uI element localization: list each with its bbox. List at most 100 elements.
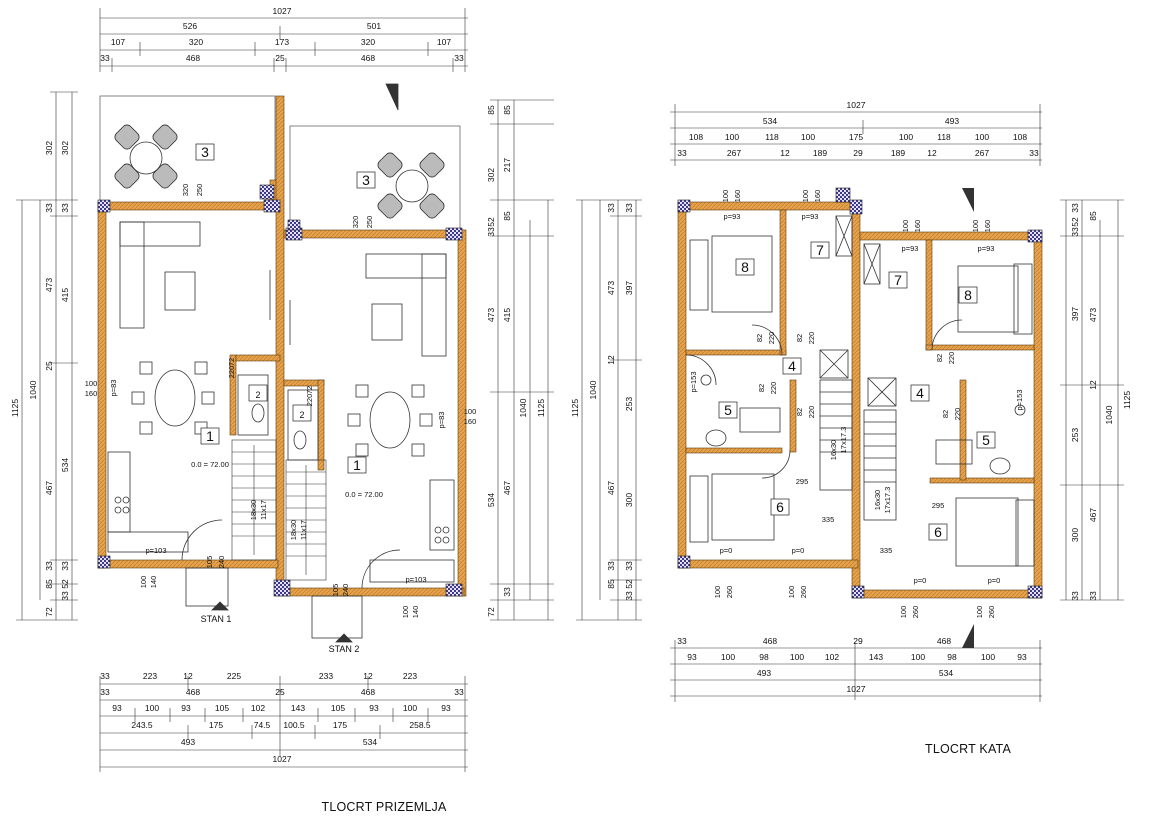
dimension-label: 300: [1070, 528, 1080, 542]
dimension-label: 118: [937, 132, 951, 142]
opening-label: p=93: [978, 244, 995, 253]
dimension-label: 189: [813, 148, 827, 158]
dimension-label: 534: [939, 668, 953, 678]
dimension-label: 72: [44, 607, 54, 617]
dimension-label: 102: [251, 703, 265, 713]
dimension-label: 33: [624, 203, 634, 213]
opening-label: 220: [807, 406, 816, 419]
stair-label: 16x30: [829, 440, 838, 460]
opening-label: 220: [953, 408, 962, 421]
dimension-label: 100: [975, 132, 989, 142]
room-number: 6: [776, 499, 784, 515]
room-number-box: [292, 404, 312, 422]
dimension-label: 467: [44, 481, 54, 495]
opening-label: 82: [941, 410, 950, 418]
room-number: 5: [724, 402, 732, 418]
room-number: 1: [353, 457, 361, 473]
opening-label: 160: [913, 220, 922, 233]
dimension-label: 33: [677, 636, 687, 646]
opening-label: 105: [205, 556, 214, 569]
opening-label: 72: [305, 386, 314, 394]
dimension-label: 1040: [588, 380, 598, 399]
opening-label: 100: [901, 220, 910, 233]
room-number-box: [356, 171, 376, 189]
dimension-label: 493: [757, 668, 771, 678]
entrance-stan1-label: STAN 1: [201, 614, 232, 624]
opening-label: p=83: [109, 380, 118, 397]
dimension-label: 100: [721, 652, 735, 662]
opening-label: p=0: [792, 546, 805, 555]
opening-label: 220: [807, 332, 816, 345]
dimension-label: 100: [403, 703, 417, 713]
room-number: 7: [816, 242, 824, 258]
dimension-label: 223: [143, 671, 157, 681]
dimension-label: 25: [275, 687, 285, 697]
dimension-label: 468: [937, 636, 951, 646]
dimension-label: 253: [624, 397, 634, 411]
dimension-label: 72: [486, 607, 496, 617]
dimension-label: 225: [227, 671, 241, 681]
room-number: 5: [982, 432, 990, 448]
dimension-label: 29: [853, 636, 863, 646]
opening-label: p=0: [720, 546, 733, 555]
dimension-label: 468: [186, 687, 200, 697]
opening-label: 160: [813, 190, 822, 203]
dimension-label: 85: [502, 211, 512, 221]
opening-label: 250: [365, 216, 374, 229]
opening-label: 100: [787, 586, 796, 599]
dimension-label: 1040: [28, 380, 38, 399]
opening-label: 260: [725, 586, 734, 599]
dimension-label: 100: [801, 132, 815, 142]
dimension-label: 302: [486, 168, 496, 182]
dimension-label: 1027: [273, 754, 292, 764]
opening-label: 140: [149, 576, 158, 589]
dimension-label: 243.5: [131, 720, 153, 730]
dimension-label: 415: [502, 308, 512, 322]
dimension-label: 33: [1070, 227, 1080, 237]
dimension-label: 93: [369, 703, 379, 713]
dimension-label: 33: [1070, 203, 1080, 213]
dimension-label: 33: [624, 591, 634, 601]
dimension-label: 52: [624, 579, 634, 589]
dimension-label: 100: [981, 652, 995, 662]
dimension-label: 33: [60, 591, 70, 601]
opening-label: 160: [464, 417, 477, 426]
opening-label: p=93: [902, 244, 919, 253]
opening-label: 100: [971, 220, 980, 233]
dimension-label: 100: [145, 703, 159, 713]
dimension-label: 320: [361, 37, 375, 47]
opening-label: 72: [227, 358, 236, 366]
opening-label: 295: [796, 477, 809, 486]
dimension-label: 100: [911, 652, 925, 662]
opening-label: 260: [987, 606, 996, 619]
stair-label: 17x17.3: [839, 427, 848, 454]
dimension-label: 473: [1088, 308, 1098, 322]
dimension-label: 33: [100, 671, 110, 681]
opening-label: 140: [411, 606, 420, 619]
dimension-label: 468: [361, 687, 375, 697]
dimension-label: 397: [624, 281, 634, 295]
opening-label: 100: [401, 606, 410, 619]
upper-walls: [677, 201, 1043, 599]
dimension-label: 33: [454, 53, 464, 63]
room-number-box: [770, 498, 790, 516]
dimension-label: 108: [689, 132, 703, 142]
dimension-label: 467: [606, 481, 616, 495]
dimension-label: 100: [725, 132, 739, 142]
dimension-label: 33: [44, 561, 54, 571]
room-number-box: [735, 258, 755, 276]
dimension-label: 93: [441, 703, 451, 713]
ground-walls: [97, 95, 467, 597]
room-number: 2: [299, 410, 304, 420]
dimension-label: 100.5: [283, 720, 305, 730]
dimension-label: 85: [606, 579, 616, 589]
dimension-label: 85: [502, 105, 512, 115]
dimension-label: 468: [186, 53, 200, 63]
dimension-label: 12: [606, 355, 616, 365]
opening-label: 240: [341, 584, 350, 597]
dimension-label: 33: [60, 203, 70, 213]
dimension-label: 467: [1088, 508, 1098, 522]
upper-left-dimension-lines: [576, 199, 642, 621]
dimension-label: 468: [763, 636, 777, 646]
